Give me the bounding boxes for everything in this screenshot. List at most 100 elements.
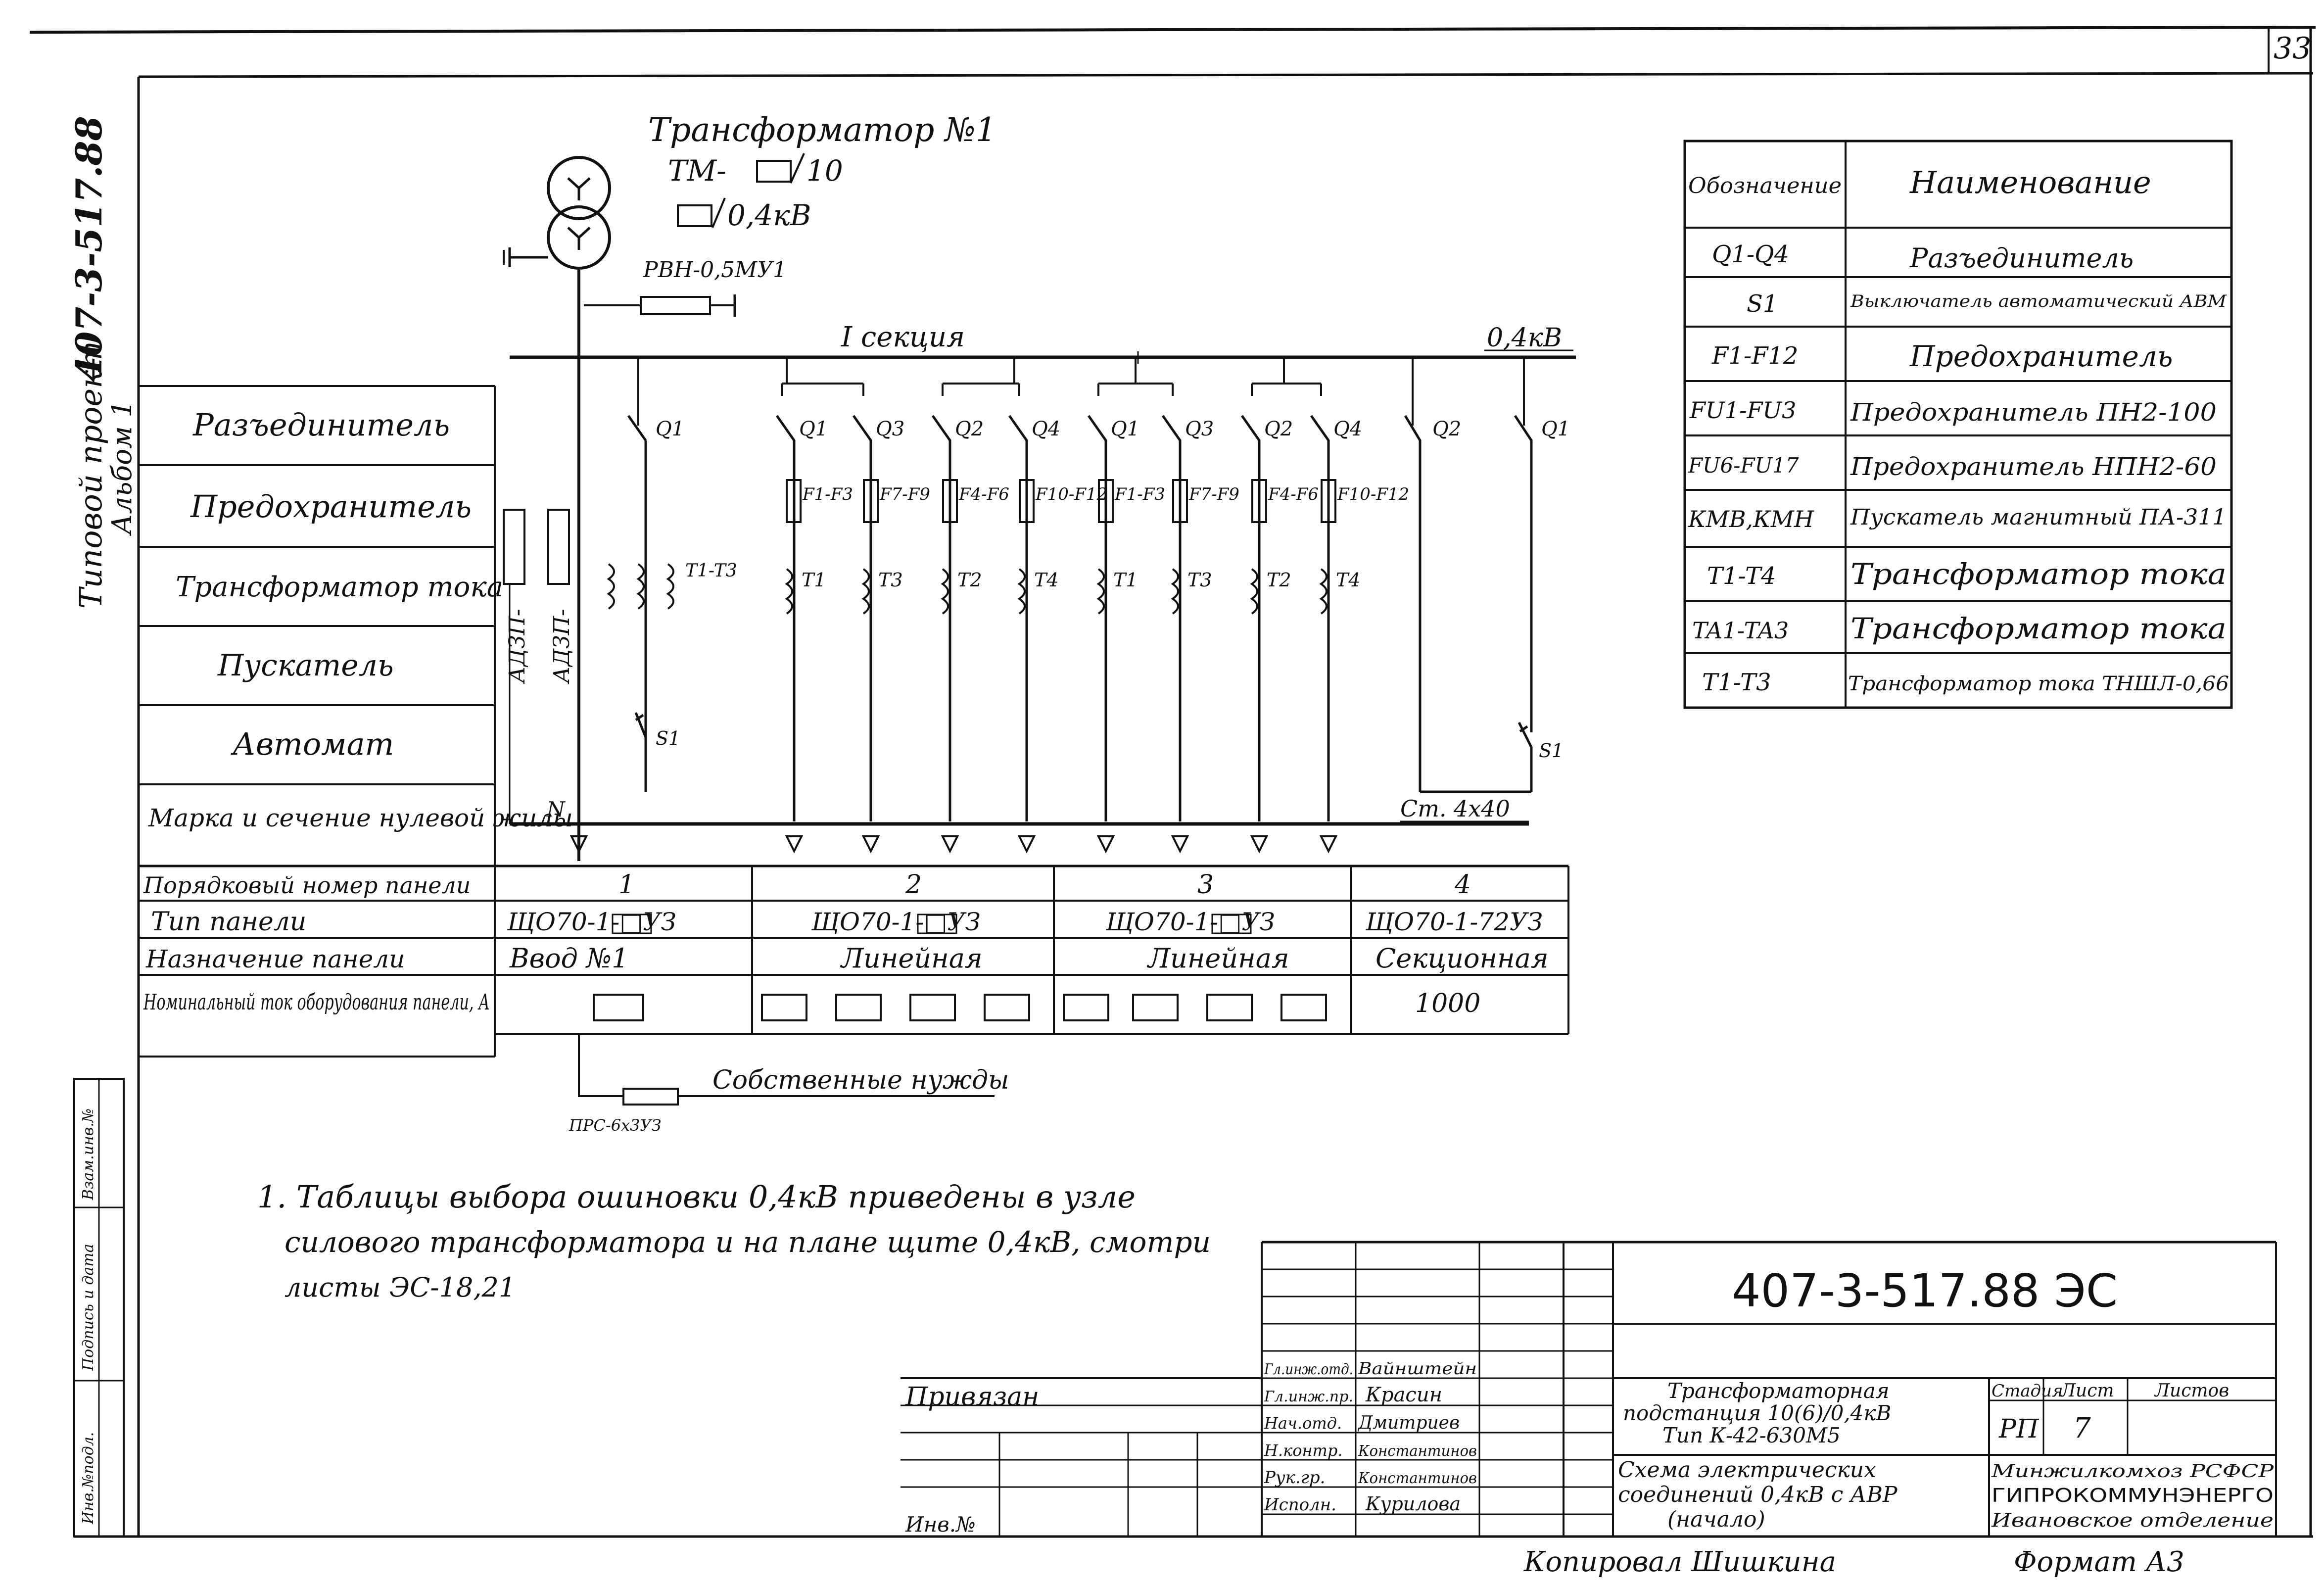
panel-current: 1000 [1415, 989, 1480, 1018]
legend-name: Пускатель магнитный ПА-311 [1850, 505, 2227, 530]
ct-label: T1-T3 [685, 561, 737, 581]
switch-q3-p3 [1161, 415, 1182, 821]
ct-symbol [941, 568, 949, 615]
ct-label: T2 [1267, 569, 1291, 591]
row-label-starter: Пускатель [217, 648, 394, 683]
sign-role: Исполн. [1264, 1495, 1336, 1515]
drawing-designation: 407-3-517.88 ЭС [1732, 1264, 2118, 1317]
privyazan-label: Привязан [905, 1382, 1039, 1412]
aux-supply: Собственные нужды ПРС-6х3УЗ [569, 1034, 1009, 1135]
side-stamp: Типовой проект 407-3-517.88 Альбом 1 [68, 116, 138, 609]
panel-row-label: Назначение панели [145, 945, 405, 973]
switch-label: Q1 [656, 418, 684, 440]
project-label: Типовой проект [73, 341, 109, 609]
fuse-symbol [942, 479, 958, 523]
format-label: Формат А3 [2014, 1546, 2184, 1578]
panel-purpose: Ввод №1 [509, 943, 628, 974]
row-label-fuse: Предохранитель [190, 488, 472, 525]
feeders: Q1 Q1 Q3 Q2 Q4 Q1 Q3 Q2 Q4 Q2 Q1 F1-F3 F… [569, 351, 1570, 854]
fuse-symbol [1019, 479, 1035, 523]
project-number: 407-3-517.88 [68, 116, 110, 381]
row-label-neutral: Марка и сечение нулевой жилы [148, 804, 573, 832]
legend-name: Предохранитель [1909, 339, 2173, 373]
panel-number: 4 [1454, 870, 1471, 900]
sign-name: Красин [1365, 1384, 1442, 1406]
ct-label: T1 [802, 569, 826, 591]
switch-label: Q3 [876, 418, 904, 440]
fuse-symbol [863, 479, 879, 523]
fuse-label: F10-F12 [1035, 484, 1107, 504]
footer: Копировал Шишкина Формат А3 [1523, 1546, 2184, 1578]
transformer-hv: 10 [806, 154, 843, 188]
ct-label: T3 [878, 569, 903, 591]
legend-header-name: Наименование [1909, 164, 2151, 200]
ct-symbol [1250, 568, 1258, 615]
fuse-symbol [786, 479, 802, 523]
row-label-breaker: Автомат [231, 726, 394, 762]
panel-number: 1 [618, 870, 635, 900]
legend-code: КМВ,КМН [1688, 506, 1814, 532]
legend-code: T1-T4 [1707, 562, 1776, 590]
ct-label: T1 [1113, 569, 1138, 591]
neutral-label: N [546, 797, 566, 821]
sign-role: Нач.отд. [1264, 1414, 1342, 1433]
ct-label: T3 [1187, 569, 1212, 591]
ct-symbol [1096, 568, 1105, 615]
legend-code: FU6-FU17 [1688, 453, 1799, 478]
switch-label: Q1 [799, 418, 828, 440]
sign-name: Вайнштейн [1358, 1359, 1477, 1379]
org-line-1: Минжилкомхоз РСФСР [1991, 1461, 2274, 1482]
cable-label-2: АДЗП- [549, 609, 574, 684]
row-label-ct: Трансформатор тока [176, 571, 503, 603]
panel-purpose: Линейная [1146, 943, 1289, 974]
panel-type: ЩО70-1-72УЗ [1365, 908, 1543, 936]
legend-name: Предохранитель НПН2-60 [1850, 452, 2217, 481]
sheet-no-value: 7 [2073, 1412, 2091, 1444]
legend-header-code: Обозначение [1688, 173, 1842, 198]
row-label-disconnector: Разъединитель [192, 407, 450, 443]
fuse-label: F1-F3 [802, 484, 853, 504]
switch-label: Q1 [1111, 418, 1139, 440]
panel-type: ЩО70-1-□УЗ [1105, 908, 1275, 936]
panel-number: 3 [1197, 870, 1214, 900]
breaker-s1-sect [1518, 721, 1533, 748]
fuse-label: F10-F12 [1337, 484, 1409, 504]
fuse-label: F1-F3 [1114, 484, 1165, 504]
left-strip: Инв.№подл. Подпись и дата Взам.инв.№ [73, 1078, 125, 1538]
ct-symbol [636, 563, 645, 610]
title-block: Привязан Инв.№ Гл.инж.отд. Гл.инж.пр. На… [901, 1241, 2277, 1538]
transformer-lv: 0,4кВ [727, 198, 811, 232]
cable-label-1: АДЗП- [505, 609, 530, 684]
sign-name: Константинов [1358, 1443, 1477, 1460]
breaker-label: S1 [1539, 740, 1564, 762]
sheet-number: 33 [2274, 31, 2311, 66]
busbar: I секция 0,4кВ N Ст. 4х40 [510, 321, 1576, 826]
sign-name: Курилова [1365, 1493, 1461, 1515]
legend-code: Q1-Q4 [1712, 240, 1789, 268]
ct-symbol [607, 563, 615, 610]
fuse-symbol [1172, 479, 1188, 523]
ct-symbol [785, 568, 793, 615]
cable-markers: АДЗП- АДЗП- [503, 509, 574, 824]
fuse-symbol [1321, 479, 1336, 523]
sign-name: Дмитриев [1357, 1413, 1460, 1433]
switch-label: Q3 [1185, 418, 1214, 440]
fuse-label: F7-F9 [879, 484, 930, 504]
panel-type: ЩО70-1-□УЗ [811, 908, 981, 936]
transformer-type: ТМ- [668, 154, 726, 188]
transformer-1: Трансформатор №1 ТМ- 10 0,4кВ РВН-0,5МУ1 [503, 111, 996, 861]
switch-q2-sect [1404, 415, 1422, 792]
ct-symbol [1017, 568, 1026, 615]
switch-q4-p3 [1310, 415, 1330, 821]
panel-row-label: Номинальный ток оборудования панели, А [143, 990, 490, 1015]
switch-q1-p2a [775, 415, 796, 821]
ct-label: T4 [1336, 569, 1361, 591]
strip-sign-label: Подпись и дата [80, 1244, 97, 1371]
legend-name: Трансформатор тока [1850, 612, 2227, 645]
ct-label: T2 [957, 569, 982, 591]
sign-role: Гл.инж.отд. [1264, 1361, 1353, 1378]
stage-value: РП [1998, 1414, 2039, 1444]
sheet-name-2: соединений 0,4кВ с АВР [1618, 1482, 1898, 1507]
legend-code: S1 [1747, 290, 1778, 318]
switch-q4-p2 [1008, 415, 1028, 821]
